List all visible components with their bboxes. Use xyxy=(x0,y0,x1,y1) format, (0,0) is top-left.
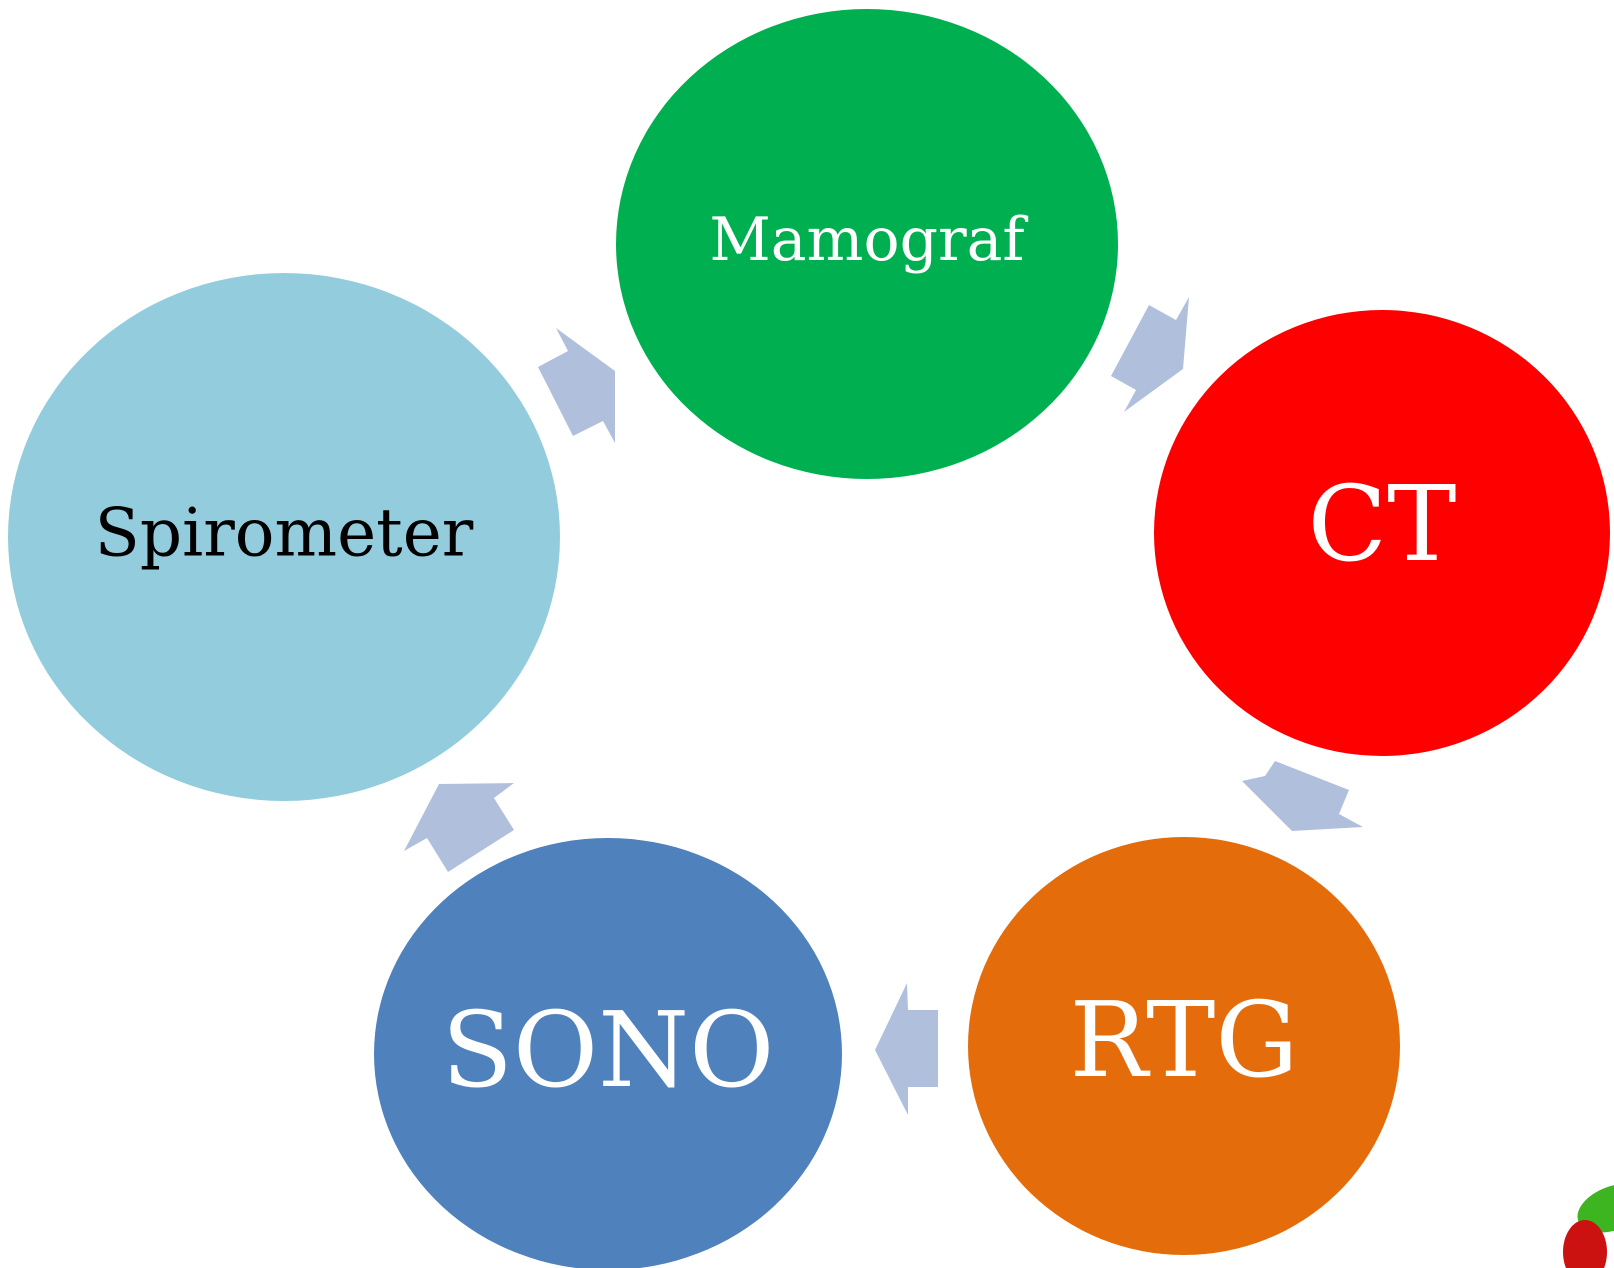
arrow-spirometer-to-mamograf xyxy=(538,328,615,443)
fruit-logo-icon xyxy=(1563,1183,1614,1268)
node-sono xyxy=(374,838,842,1268)
node-label-ct: CT xyxy=(1308,463,1457,585)
arrow-rtg-to-sono xyxy=(875,983,938,1115)
node-label-rtg: RTG xyxy=(1070,979,1299,1101)
arrow-sono-to-spirometer xyxy=(404,783,514,872)
arrow-mamograf-to-ct xyxy=(1111,297,1189,412)
node-ct xyxy=(1154,310,1610,756)
node-spirometer xyxy=(8,273,560,801)
node-label-mamograf: Mamograf xyxy=(709,205,1028,275)
node-label-sono: SONO xyxy=(442,989,775,1111)
node-mamograf xyxy=(616,9,1118,479)
node-rtg xyxy=(968,837,1400,1255)
arrow-ct-to-rtg xyxy=(1242,761,1363,831)
node-label-spirometer: Spirometer xyxy=(95,495,474,572)
